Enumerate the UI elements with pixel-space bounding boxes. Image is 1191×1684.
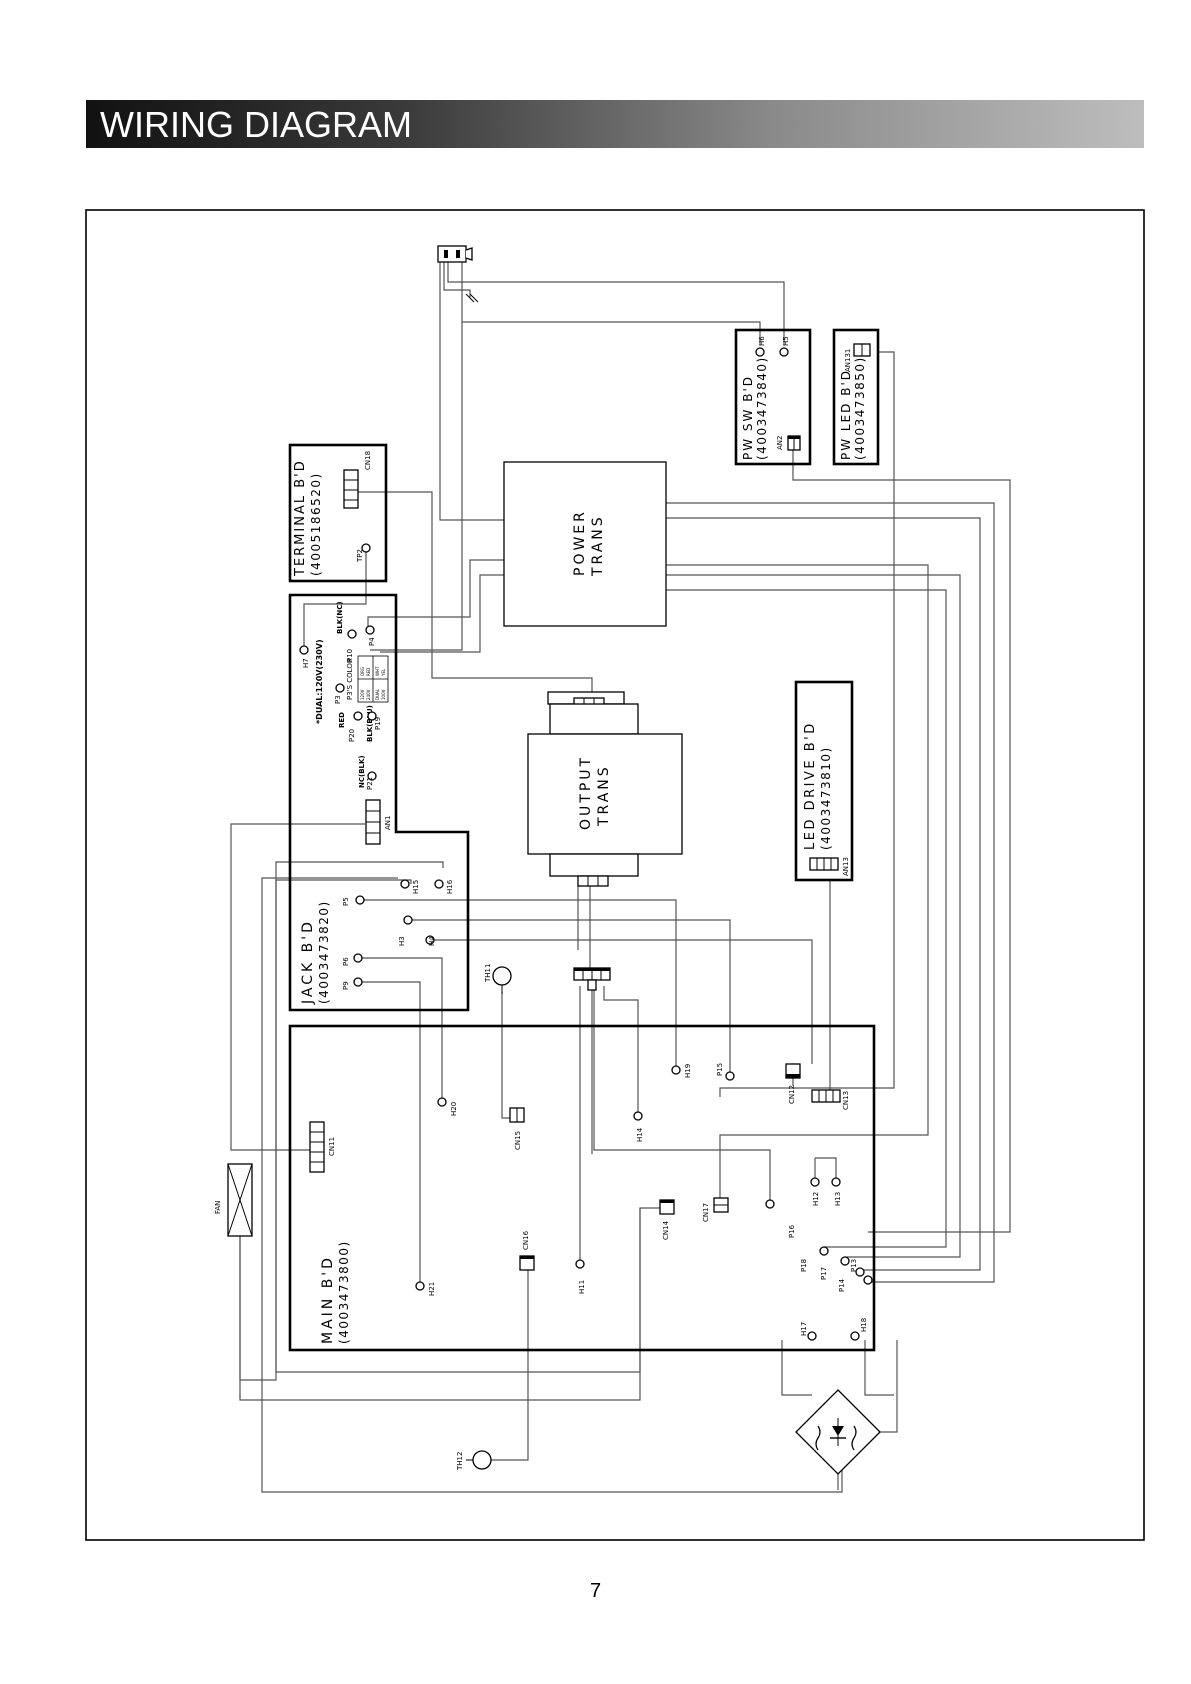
h4-label: H4 (428, 936, 436, 946)
pw-led-board-code: (4003473850) (853, 356, 867, 460)
page-number: 7 (589, 1580, 602, 1602)
page-title: WIRING DIAGRAM (100, 104, 412, 145)
h14-label: H14 (636, 1127, 644, 1142)
jack-board: JACK B'D (4003473820) *DUAL:120V(230V) P… (288, 593, 470, 1012)
cn16-label: CN16 (522, 1230, 530, 1250)
main-board-name: MAIN B'D (320, 1255, 336, 1344)
table-cell: 100V (381, 689, 386, 700)
wire-color-blk-blu: BLK(BLU) (366, 705, 374, 742)
table-cell: 120V (360, 689, 365, 700)
th11-label: TH11 (484, 964, 492, 983)
wire-color-nc-blk: NC(BLK) (358, 755, 366, 788)
p10-label: P10 (346, 649, 354, 662)
p3-label: P3 (334, 695, 342, 704)
p20-label: P20 (348, 729, 356, 742)
p21-label: P21 (366, 777, 374, 790)
h16-label: H16 (446, 879, 454, 894)
p17-label: P17 (820, 1267, 828, 1280)
pw-led-board-name: PW LED B'D (839, 369, 853, 460)
p6-label: P6 (342, 957, 350, 966)
p9-label: P9 (342, 981, 350, 990)
power-trans-label-2: TRANS (590, 514, 606, 577)
output-trans: OUTPUT TRANS (527, 691, 683, 887)
table-cell: ORG (360, 667, 365, 676)
cn15-label: CN15 (514, 1131, 522, 1150)
ground-symbol (465, 293, 479, 303)
pw-sw-board-name: PW SW B'D (741, 375, 755, 460)
pw-led-board: PW LED B'D (4003473850) AN131 (832, 328, 880, 466)
terminal-board-code: (4005186520) (309, 472, 323, 576)
cn14-label: CN14 (662, 1220, 670, 1240)
power-trans: POWER TRANS (503, 461, 667, 627)
main-board: MAIN B'D (4003473800) CN11 CN15 CN16 CN1… (288, 1024, 876, 1352)
h15-label: H15 (412, 880, 420, 894)
p3-color-label: P3'S COLOR (346, 658, 354, 700)
p15-label: P15 (716, 1063, 724, 1076)
output-connector (573, 967, 611, 991)
p16-label: P16 (788, 1224, 796, 1238)
terminal-board-name: TERMINAL B'D (293, 459, 308, 577)
terminal-board: TERMINAL B'D (4005186520) CN18 TP2 (288, 443, 388, 583)
dual-note: *DUAL:120V(230V) (315, 639, 324, 724)
led-drive-code: (4003473810) (819, 746, 833, 850)
cn13-label: CN13 (842, 1091, 850, 1110)
wire-color-red: RED (338, 712, 346, 728)
p5-label: P5 (342, 897, 350, 906)
wires (230, 262, 1011, 1493)
cn12-label: CN12 (788, 1085, 796, 1104)
h11-label: H11 (578, 1280, 586, 1294)
cn17-label: CN17 (702, 1203, 710, 1222)
an2-label: AN2 (776, 436, 784, 450)
h13-label: H13 (834, 1192, 842, 1206)
th12-label: TH12 (456, 1452, 464, 1471)
th11-sensor: TH11 (484, 964, 512, 994)
main-board-code: (4003473800) (337, 1240, 351, 1344)
h21-label: H21 (428, 1282, 436, 1296)
output-trans-label-2: TRANS (596, 764, 612, 827)
table-cell: 240V (366, 689, 371, 700)
h6-label: H6 (758, 336, 766, 346)
h17-label: H17 (800, 1322, 808, 1336)
table-cell: WHT (375, 666, 380, 676)
output-trans-label-1: OUTPUT (578, 755, 594, 830)
th12-sensor: TH12 (456, 1450, 492, 1471)
pw-sw-board: PW SW B'D (4003473840) H6 H5 AN2 (734, 328, 812, 466)
ac-inlet (437, 245, 473, 263)
p3-color-table: 120V ORG 240V RED DUAL WHT 100V YEL (357, 655, 389, 703)
h20-label: H20 (450, 1102, 458, 1116)
p19-label: P19 (374, 717, 382, 730)
p14-label: P14 (838, 1278, 846, 1292)
table-cell: DUAL (375, 688, 380, 700)
diagram-frame (85, 209, 1145, 1541)
pw-sw-board-code: (4003473840) (755, 356, 769, 460)
led-drive-name: LED DRIVE B'D (803, 721, 818, 850)
p18-label: P18 (800, 1259, 808, 1272)
cn18-label: CN18 (364, 451, 372, 470)
p4-label: P4 (368, 637, 376, 646)
h12-label: H12 (812, 1192, 820, 1206)
an13-label: AN13 (842, 857, 850, 876)
h7-label: H7 (302, 658, 310, 668)
cn11-label: CN11 (328, 1137, 336, 1156)
table-cell: YEL (381, 668, 386, 677)
fan: FAN (214, 1163, 253, 1237)
table-cell: RED (366, 668, 371, 676)
h5-label: H5 (782, 336, 790, 346)
title-bar: WIRING DIAGRAM (86, 100, 1144, 148)
wire-color-blk-nc: BLK(NC) (336, 601, 344, 634)
h18-label: H18 (860, 1318, 868, 1332)
an1-label: AN1 (384, 816, 392, 830)
an131-label: AN131 (844, 349, 852, 372)
p13-label: P13 (850, 1259, 858, 1272)
h3-label: H3 (398, 936, 406, 946)
led-drive-board: LED DRIVE B'D (4003473810) AN13 (794, 680, 854, 882)
jack-board-code: (4003473820) (317, 900, 331, 1004)
tp2-label: TP2 (356, 549, 364, 563)
h19-label: H19 (684, 1064, 692, 1078)
fan-label: FAN (214, 1201, 222, 1214)
jack-board-name: JACK B'D (300, 919, 316, 1005)
power-trans-label-1: POWER (572, 509, 588, 576)
bridge-rectifier (795, 1389, 881, 1475)
